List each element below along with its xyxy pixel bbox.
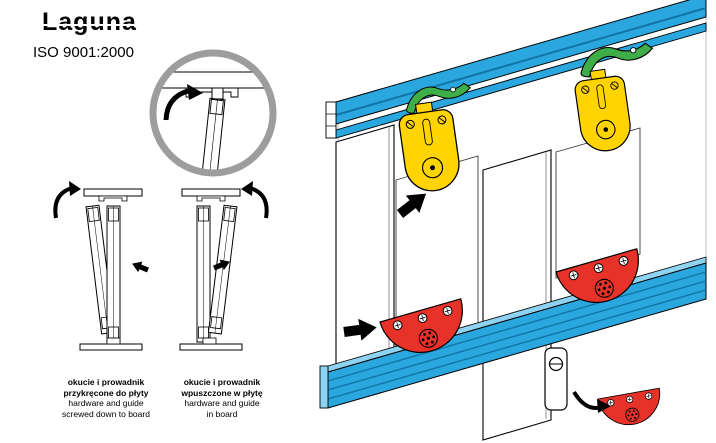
top-track-end-profile bbox=[325, 101, 337, 139]
inset-hanger bbox=[211, 87, 224, 100]
caption-en-line: in board bbox=[206, 408, 238, 419]
tilted-panel bbox=[207, 204, 238, 335]
tilt-arrow bbox=[241, 181, 269, 219]
vertical-panel bbox=[196, 205, 211, 343]
door-edge-detail bbox=[544, 347, 568, 411]
caption-pl-line: wpuszczone w płytę bbox=[181, 387, 263, 398]
caption-pl-line: okucie i prowadnik bbox=[67, 377, 145, 387]
logo-slit-decoration bbox=[40, 24, 136, 26]
diagram-recessed bbox=[179, 181, 269, 351]
detail-inset bbox=[149, 49, 277, 177]
caption-pl-line: okucie i prowadnik bbox=[183, 377, 261, 387]
front-door-panel-middle bbox=[482, 149, 552, 441]
inset-ring bbox=[149, 49, 277, 177]
caption-recessed: okucie i prowadnik wpuszczone w płytę ha… bbox=[168, 377, 276, 419]
iso-certification-label: ISO 9001:2000 bbox=[33, 44, 134, 61]
inset-track-profile bbox=[185, 87, 239, 98]
caption-en-line: hardware and guide bbox=[184, 398, 260, 408]
diagram-surface-mounted bbox=[53, 181, 151, 351]
floor-guide-detail bbox=[597, 387, 666, 431]
pointer-arrow-guide-detail bbox=[572, 390, 611, 413]
inset-pointer-arrow bbox=[163, 84, 203, 121]
floor-profile bbox=[179, 343, 243, 351]
hardware-pointer-arrow bbox=[129, 258, 151, 276]
caption-en-line: hardware and guide bbox=[68, 398, 144, 408]
vertical-panel bbox=[106, 205, 121, 343]
bottom-track-end-profile bbox=[319, 365, 329, 409]
laguna-logo: Laguna bbox=[42, 8, 137, 36]
inset-door-panel bbox=[201, 97, 226, 170]
tilt-arrow bbox=[53, 181, 81, 219]
caption-pl-line: przykręcone do płyty bbox=[63, 387, 149, 398]
floor-profile bbox=[79, 343, 143, 351]
caption-surface-mounted: okucie i prowadnik przykręcone do płyty … bbox=[46, 377, 166, 419]
main-illustration bbox=[319, 0, 707, 441]
caption-en-line: screwed down to board bbox=[62, 408, 150, 419]
